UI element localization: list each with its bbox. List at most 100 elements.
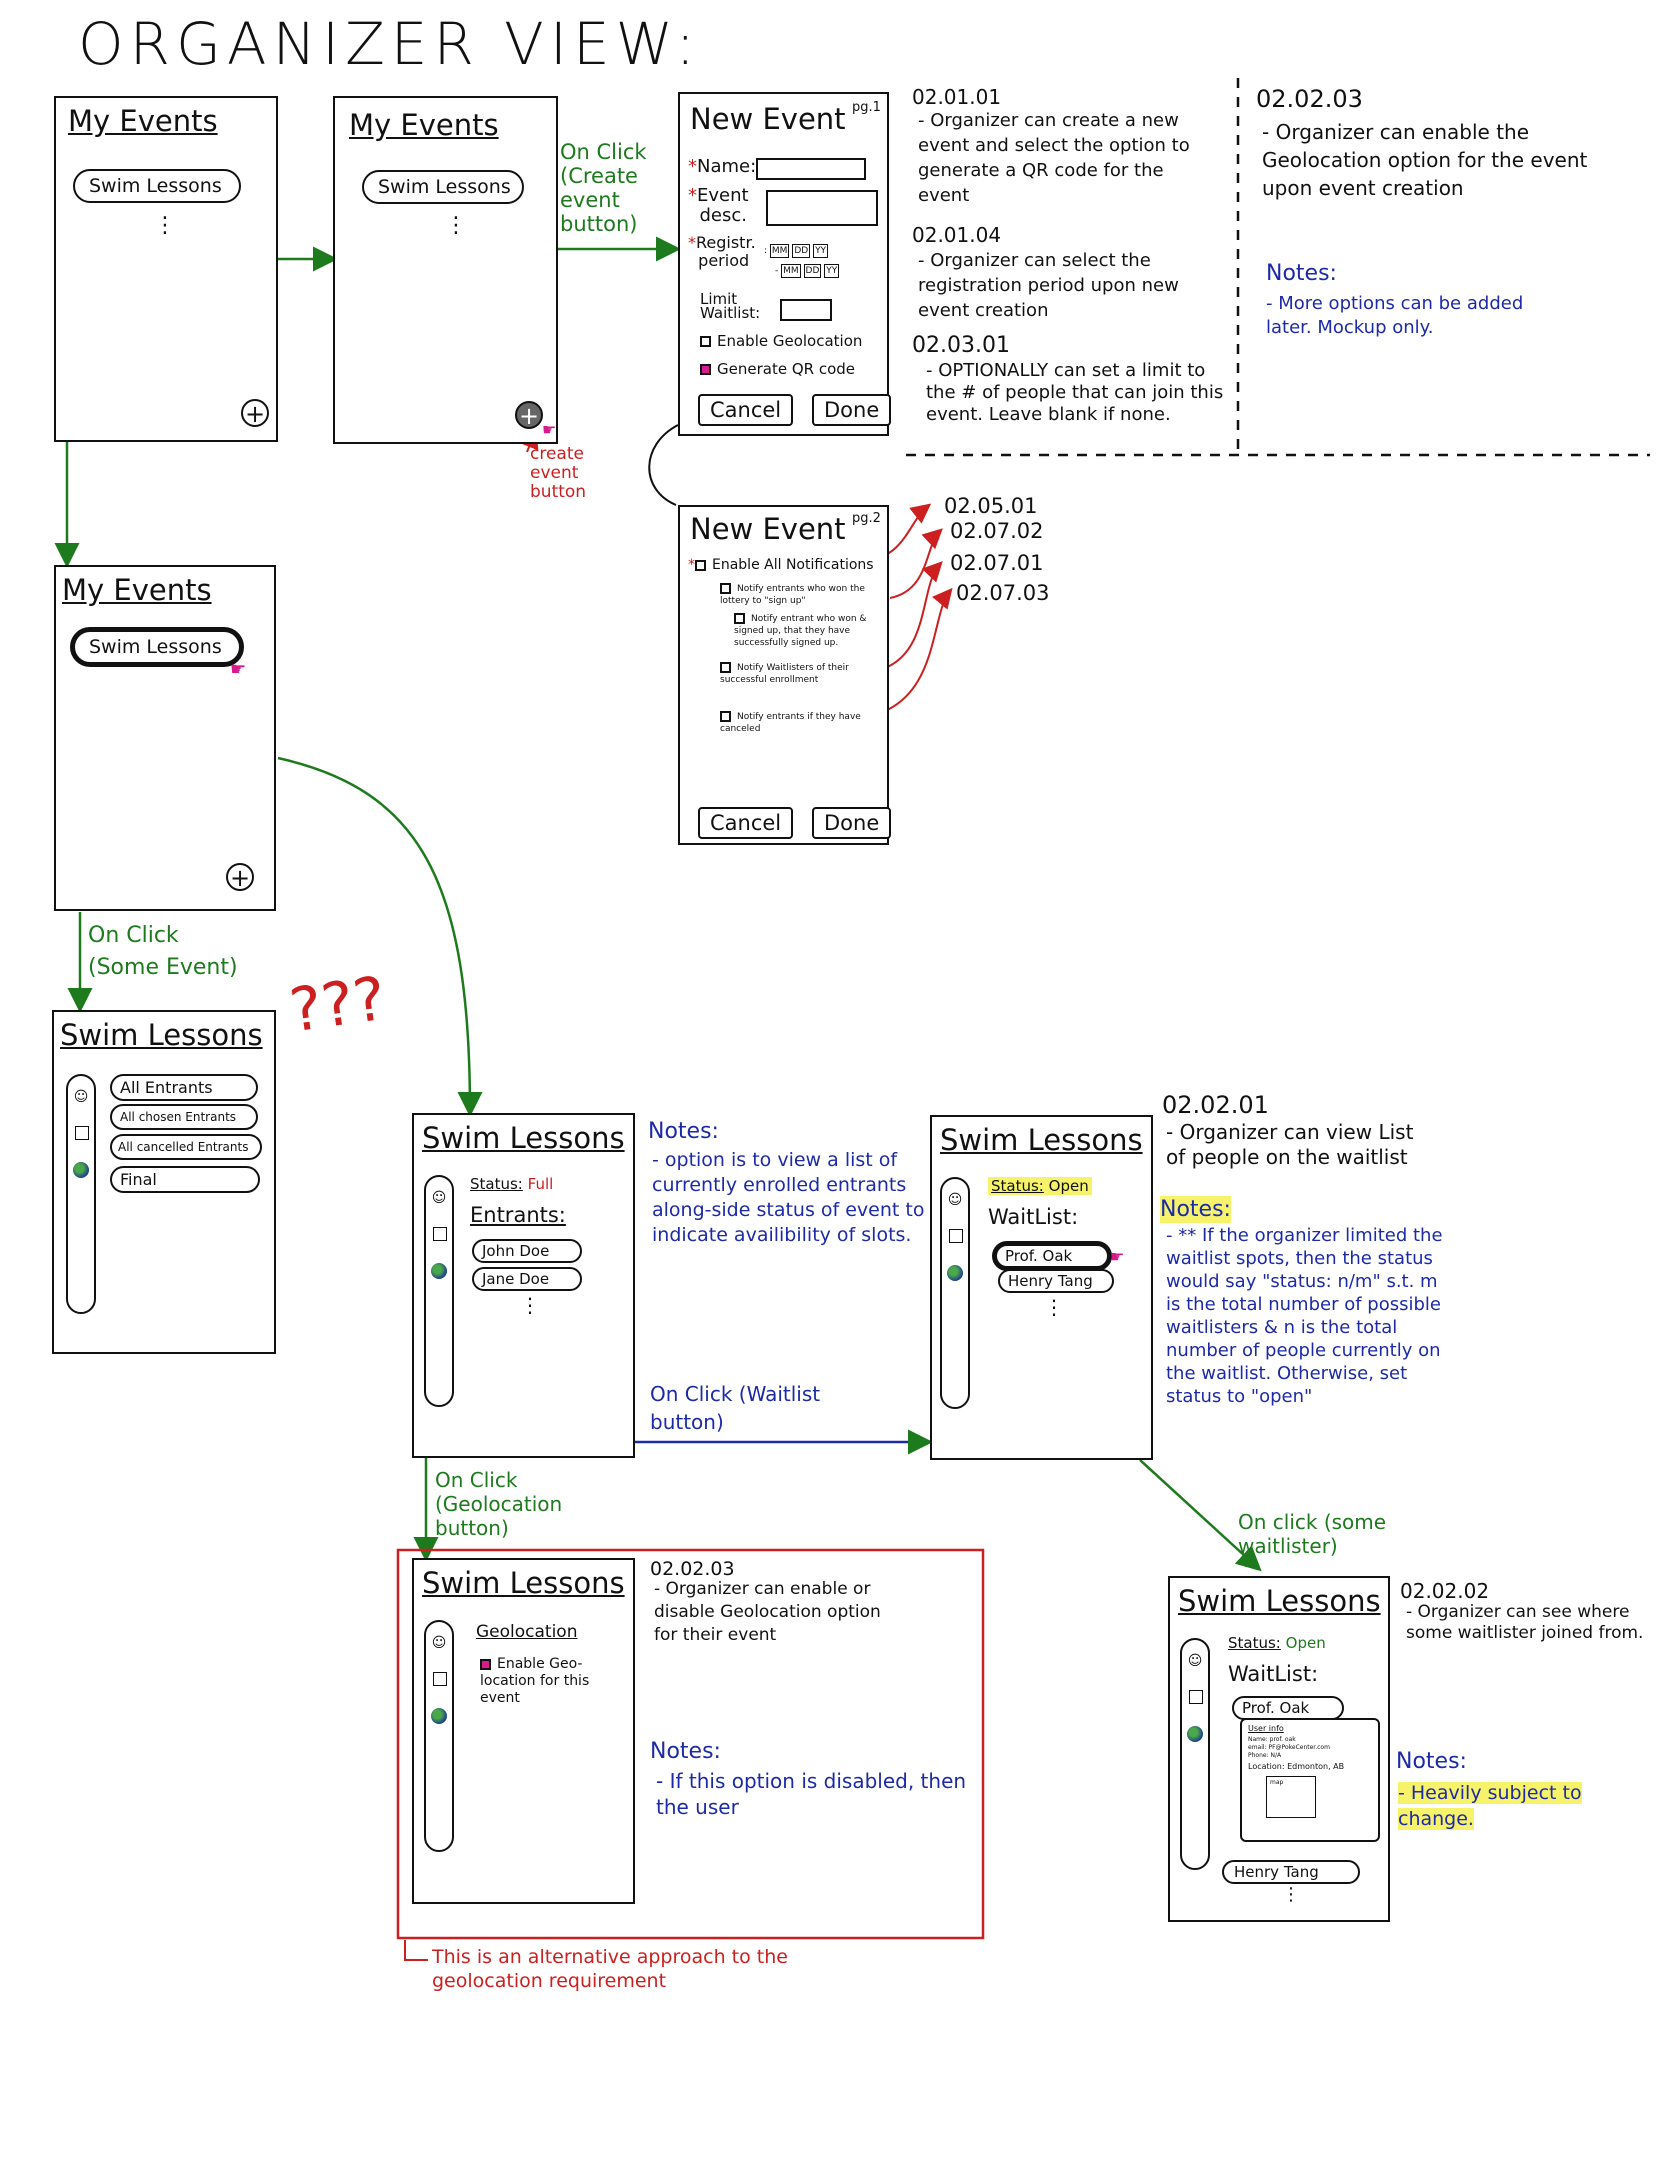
status-value: Full <box>527 1175 554 1193</box>
cursor-icon: ☛ <box>542 420 557 439</box>
n3-label: Notify Waitlisters of their successful e… <box>720 663 849 685</box>
status-label: Status: <box>470 1175 523 1193</box>
swim-lessons-screen-user-info: Swim Lessons ☺ Status: Open WaitList: Pr… <box>1168 1576 1390 1922</box>
waitlist-notes-text: - ** If the organizer limited the waitli… <box>1166 1225 1443 1407</box>
option-all-cancelled-entrants[interactable]: All cancelled Entrants <box>110 1134 262 1160</box>
page-number: pg.2 <box>852 511 881 526</box>
alt-note-pointer <box>404 1940 428 1961</box>
done-button[interactable]: Done <box>812 394 892 426</box>
registration-start-date[interactable]: : MM DD YY <box>764 244 829 258</box>
cancel-button[interactable]: Cancel <box>698 394 794 426</box>
create-event-button[interactable]: + <box>241 399 269 427</box>
name-label: Name: <box>697 156 757 177</box>
people-icon[interactable]: ☺ <box>431 1635 447 1651</box>
people-icon[interactable]: ☺ <box>1187 1653 1203 1669</box>
screen-title: My Events <box>349 108 499 142</box>
people-icon[interactable]: ☺ <box>431 1190 447 1206</box>
swim-lessons-screen-options: Swim Lessons ☺ All Entrants All chosen E… <box>52 1010 276 1354</box>
notify-waitlisters-checkbox[interactable]: Notify Waitlisters of their successful e… <box>720 662 885 686</box>
geo-notes-label: Notes: <box>650 1739 721 1764</box>
globe-icon[interactable] <box>431 1263 447 1279</box>
arrow-waitlister <box>1139 1459 1262 1572</box>
option-final[interactable]: Final <box>110 1166 260 1193</box>
req-02-07-01: 02.07.01 <box>950 551 1044 575</box>
n4-label: Notify entrants if they have canceled <box>720 712 861 734</box>
link-02-07-02 <box>889 528 943 599</box>
my-events-screen-2: My Events Swim Lessons ⋮ + ☛ <box>333 96 558 444</box>
label-on-click-geolocation: On Click (Geolocation button) <box>435 1468 563 1540</box>
waitlist-icon[interactable] <box>1189 1690 1203 1704</box>
description-input[interactable] <box>766 190 878 226</box>
registration-end-date[interactable]: - MM DD YY <box>775 264 840 278</box>
globe-icon[interactable] <box>1187 1726 1203 1742</box>
req-id-02-03-01: 02.03.01 <box>912 333 1010 358</box>
swim-lessons-screen-geolocation: Swim Lessons ☺ Geolocation Enable Geo-lo… <box>412 1558 635 1904</box>
entrants-notes-label: Notes: <box>648 1119 719 1144</box>
user-info-title: User info <box>1248 1724 1284 1733</box>
notify-canceled-checkbox[interactable]: Notify entrants if they have canceled <box>720 711 885 735</box>
screen-title: Swim Lessons <box>1178 1584 1381 1618</box>
status-value: Open <box>1048 1177 1089 1195</box>
limit-label: Limit <box>700 290 738 308</box>
date-yy: YY <box>824 264 840 278</box>
link-02-07-01 <box>884 561 943 669</box>
n2-label: Notify entrant who won & signed up, that… <box>734 614 867 648</box>
people-icon[interactable]: ☺ <box>73 1089 89 1105</box>
req-id-02-02-03: 02.02.03 <box>1256 85 1363 113</box>
create-event-button-pressed[interactable]: + <box>515 401 543 429</box>
waitlister-prof-oak-selected[interactable]: Prof. Oak <box>992 1241 1112 1271</box>
globe-icon[interactable] <box>431 1708 447 1724</box>
page-number: pg.1 <box>852 100 881 115</box>
screen-title: My Events <box>62 573 212 607</box>
notify-winners-checkbox[interactable]: Notify entrants who won the lottery to "… <box>720 583 885 607</box>
waitlist-icon[interactable] <box>75 1126 89 1140</box>
req-text-02-02-03: - Organizer can enable the Geolocation o… <box>1262 120 1588 200</box>
done-button[interactable]: Done <box>812 807 892 839</box>
more-items-ellipsis: ⋮ <box>1044 1295 1064 1319</box>
event-item-swim-lessons-selected[interactable]: Swim Lessons <box>70 627 244 667</box>
notes-text: - More options can be added later. Mocku… <box>1266 293 1524 338</box>
req-text-02-01-04: - Organizer can select the registration … <box>918 250 1179 321</box>
entrant-jane-doe[interactable]: Jane Doe <box>472 1267 582 1291</box>
my-events-screen-1: My Events Swim Lessons ⋮ + <box>54 96 278 442</box>
label-on-click-some-event: On Click (Some Event) <box>88 923 238 980</box>
waitlister-henry-tang[interactable]: Henry Tang <box>1222 1860 1360 1884</box>
globe-icon[interactable] <box>73 1162 89 1178</box>
date-yy: YY <box>813 244 829 258</box>
name-input[interactable] <box>756 158 866 180</box>
cancel-button[interactable]: Cancel <box>698 807 794 839</box>
alternative-approach-box <box>396 1548 985 1940</box>
qr-code-checkbox[interactable]: Generate QR code <box>700 360 855 378</box>
people-icon[interactable]: ☺ <box>947 1192 963 1208</box>
req-text-02-02-02: - Organizer can see where some waitliste… <box>1406 1602 1644 1643</box>
entrants-heading: Entrants: <box>470 1203 566 1227</box>
n1-label: Notify entrants who won the lottery to "… <box>720 584 865 606</box>
option-all-chosen-entrants[interactable]: All chosen Entrants <box>110 1104 258 1130</box>
option-all-entrants[interactable]: All Entrants <box>110 1074 258 1101</box>
page-title: ORGANIZER VIEW: <box>78 10 702 78</box>
req-id-02-02-03b: 02.02.03 <box>650 1558 735 1580</box>
notify-signed-up-checkbox[interactable]: Notify entrant who won & signed up, that… <box>734 613 884 649</box>
status-label: Status: <box>1228 1634 1281 1652</box>
create-event-button[interactable]: + <box>226 863 254 891</box>
globe-icon[interactable] <box>947 1265 963 1281</box>
waitlister-prof-oak[interactable]: Prof. Oak <box>1232 1696 1344 1720</box>
waitlister-henry-tang[interactable]: Henry Tang <box>998 1269 1114 1293</box>
event-item-swim-lessons[interactable]: Swim Lessons <box>362 170 524 204</box>
enable-geolocation-checkbox[interactable]: Enable Geo-location for this event <box>480 1656 620 1707</box>
map-label: map <box>1270 1779 1284 1786</box>
req-id-02-02-01: 02.02.01 <box>1162 1091 1269 1119</box>
waitlist-heading: WaitList: <box>988 1205 1079 1229</box>
entrant-john-doe[interactable]: John Doe <box>472 1239 582 1263</box>
req-text-02-02-01: - Organizer can view List of people on t… <box>1166 1120 1414 1169</box>
geolocation-checkbox[interactable]: Enable Geolocation <box>700 332 862 350</box>
date-mm: MM <box>769 244 790 258</box>
waitlist-icon[interactable] <box>433 1672 447 1686</box>
waitlist-icon[interactable] <box>949 1229 963 1243</box>
limit-waitlist-input[interactable] <box>780 299 832 321</box>
event-item-swim-lessons[interactable]: Swim Lessons <box>73 169 241 203</box>
waitlist-icon[interactable] <box>433 1227 447 1241</box>
req-text-02-03-01: - OPTIONALLY can set a limit to the # of… <box>926 360 1224 425</box>
form-title: New Event <box>690 512 846 546</box>
enable-all-notifications-checkbox[interactable]: *Enable All Notifications <box>688 557 874 573</box>
